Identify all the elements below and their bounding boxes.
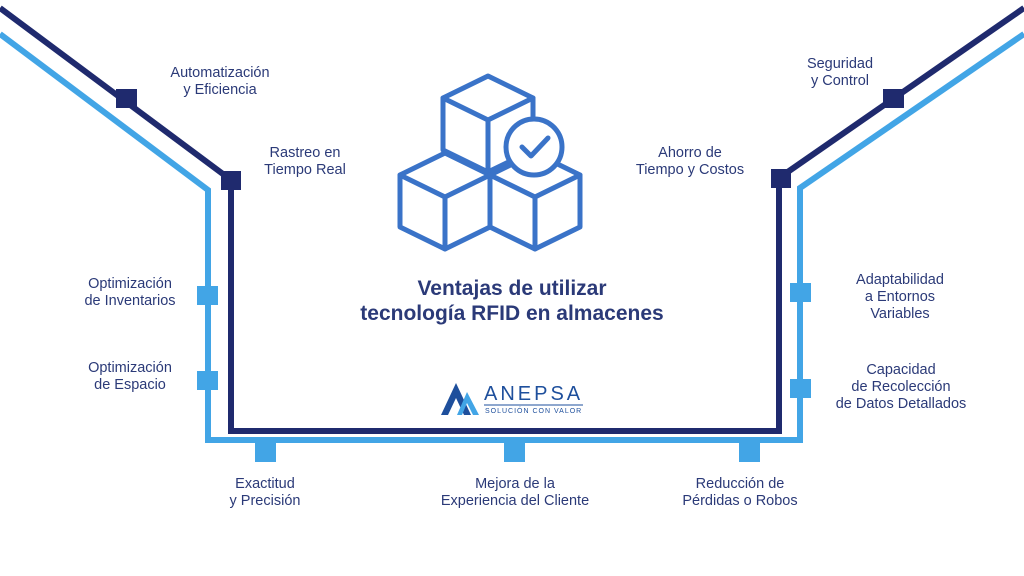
- title-line-2: tecnología RFID en almacenes: [360, 302, 664, 325]
- brand-name: ANEPSA: [484, 383, 584, 405]
- node-optimizacion-inventarios: [197, 286, 218, 305]
- cubes-with-check-icon: [397, 73, 583, 252]
- node-ahorro: [771, 169, 791, 188]
- node-mejora: [504, 443, 525, 462]
- node-adaptabilidad: [790, 283, 811, 302]
- dark-track-line: [0, 5, 1024, 434]
- node-seguridad: [883, 89, 904, 108]
- light-track-line: [0, 31, 1024, 443]
- node-rastreo: [221, 171, 241, 190]
- brand-tagline: SOLUCIÓN CON VALOR: [485, 408, 583, 415]
- node-automatizacion: [116, 89, 137, 108]
- node-capacidad: [790, 379, 811, 398]
- node-optimizacion-espacio: [197, 371, 218, 390]
- node-reduccion: [739, 443, 760, 462]
- anepsa-mountain-logo-icon: [441, 383, 479, 415]
- node-exactitud: [255, 443, 276, 462]
- title-line-1: Ventajas de utilizar: [417, 277, 607, 300]
- diagram-title: Ventajas de utilizar tecnología RFID en …: [312, 276, 712, 326]
